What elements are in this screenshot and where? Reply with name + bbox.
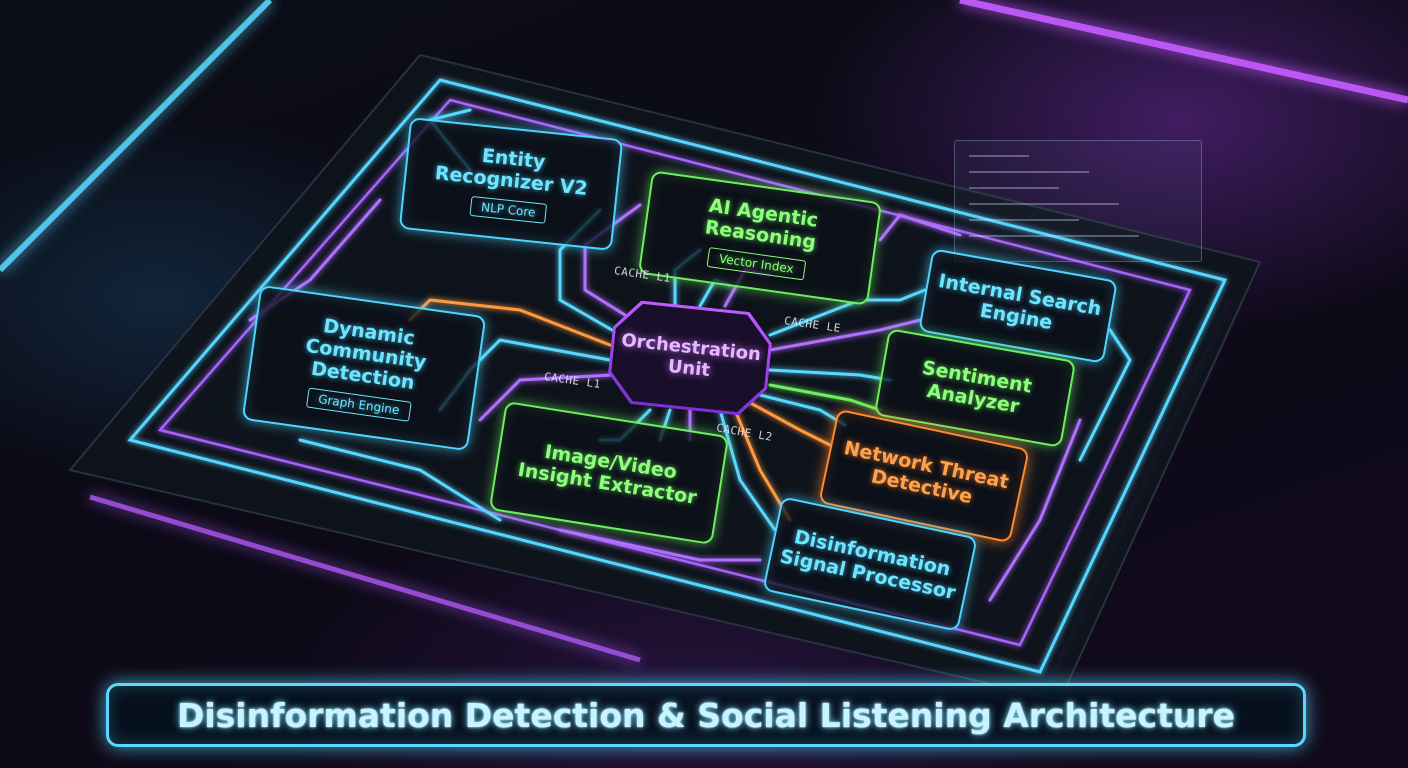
board-frame-outer (127, 78, 1228, 674)
trace-loop-right-b (988, 418, 1082, 602)
title-banner: Disinformation Detection & Social Listen… (106, 683, 1306, 747)
orchestration-unit-hub[interactable]: Orchestration Unit (605, 298, 775, 418)
diagram-title: Disinformation Detection & Social Listen… (176, 695, 1236, 735)
code-line (969, 219, 1079, 221)
trace-community-c (478, 373, 614, 422)
trace-loop-top-b (878, 213, 962, 242)
module-chip: NLP Core (469, 195, 548, 224)
module-chip: Graph Engine (306, 387, 412, 422)
code-line (969, 235, 1139, 237)
neon-bar-left (0, 0, 273, 273)
orchestration-unit-body: Orchestration Unit (608, 301, 771, 415)
trace-loop-right (1078, 328, 1132, 462)
trace-search-b (768, 318, 922, 352)
trace-signal-b (718, 408, 777, 532)
neon-bar-bottom (89, 494, 641, 663)
module-chip: Vector Index (706, 247, 806, 281)
trace-loop-lower-left (298, 438, 502, 522)
module-entity-recognizer[interactable]: Entity Recognizer V2 NLP Core (398, 117, 624, 251)
trace-search-a (768, 288, 927, 337)
neon-bar-top-right (959, 0, 1408, 104)
trace-threat-a (743, 398, 832, 447)
code-line (969, 203, 1119, 205)
trace-loop-lower (558, 528, 762, 562)
code-line (969, 155, 1029, 157)
code-line (969, 171, 1089, 173)
trace-sentiment-b (768, 383, 882, 412)
code-line (969, 187, 1059, 189)
hologram-code-panel (954, 140, 1202, 262)
